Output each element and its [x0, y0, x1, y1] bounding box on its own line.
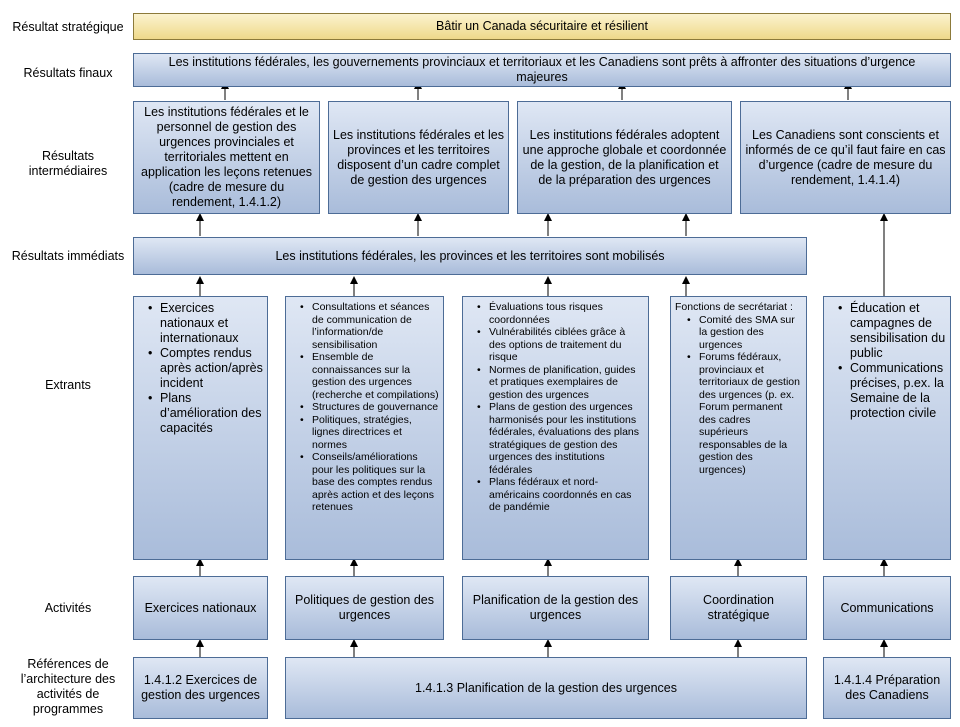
outputs-coordination-box: Fonctions de secrétariat : Comité des SM… [670, 296, 807, 560]
paa-text: 1.4.1.2 Exercices de gestion des urgence… [141, 673, 260, 702]
strategic-outcome-text: Bâtir un Canada sécuritaire et résilient [436, 19, 648, 33]
strategic-outcome-box: Bâtir un Canada sécuritaire et résilient [133, 13, 951, 40]
activity-text: Coordination stratégique [703, 593, 774, 622]
row-label-final: Résultats finaux [23, 65, 113, 80]
output-item: Forums fédéraux, provinciaux et territor… [687, 351, 802, 476]
secretariat-header: Fonctions de secrétariat : [675, 301, 793, 313]
intermediate-outcome-box: Les Canadiens sont conscients et informé… [740, 101, 951, 214]
paa-text: 1.4.1.4 Préparation des Canadiens [833, 673, 941, 702]
output-item: Évaluations tous risques coordonnées [477, 301, 644, 326]
final-outcome-box: Les institutions fédérales, les gouverne… [133, 53, 951, 87]
output-item: Ensemble de connaissances sur la gestion… [300, 351, 439, 401]
activity-text: Politiques de gestion des urgences [295, 593, 434, 622]
final-outcome-text: Les institutions fédérales, les gouverne… [168, 55, 916, 84]
intermediate-outcome-text: Les institutions fédérales et les provin… [333, 127, 504, 187]
activity-box: Communications [823, 576, 951, 640]
immediate-outcome-box: Les institutions fédérales, les province… [133, 237, 807, 275]
row-label-paa: Références de l’architecture des activit… [20, 657, 116, 716]
intermediate-outcome-text: Les Canadiens sont conscients et informé… [745, 127, 946, 187]
activity-box: Coordination stratégique [670, 576, 807, 640]
output-item: Normes de planification, guides et prati… [477, 364, 644, 402]
row-label-outputs: Extrants [45, 377, 91, 392]
output-item: Comité des SMA sur la gestion des urgenc… [687, 314, 802, 352]
output-item: Consultations et séances de communicatio… [300, 301, 439, 351]
paa-box: 1.4.1.4 Préparation des Canadiens [823, 657, 951, 719]
paa-box: 1.4.1.3 Planification de la gestion des … [285, 657, 807, 719]
output-item: Exercices nationaux et internationaux [148, 301, 263, 346]
row-label-strategic: Résultat stratégique [12, 19, 124, 34]
output-item: Comptes rendus après action/après incide… [148, 346, 263, 391]
output-item: Conseils/améliorations pour les politiqu… [300, 451, 439, 514]
activity-text: Communications [840, 600, 934, 615]
outputs-planning-box: Évaluations tous risques coordonnées Vul… [462, 296, 649, 560]
output-item: Plans de gestion des urgences harmonisés… [477, 401, 644, 476]
activity-box: Planification de la gestion des urgences [462, 576, 649, 640]
paa-box: 1.4.1.2 Exercices de gestion des urgence… [133, 657, 268, 719]
intermediate-outcome-text: Les institutions fédérales adoptent une … [522, 127, 727, 187]
immediate-outcome-text: Les institutions fédérales, les province… [275, 248, 665, 263]
output-item: Plans fédéraux et nord-américains coordo… [477, 476, 644, 514]
output-item: Structures de gouvernance [300, 401, 439, 414]
paa-text: 1.4.1.3 Planification de la gestion des … [415, 680, 677, 695]
activity-text: Planification de la gestion des urgences [472, 593, 639, 622]
activity-box: Exercices nationaux [133, 576, 268, 640]
activity-text: Exercices nationaux [144, 600, 257, 615]
outputs-policies-box: Consultations et séances de communicatio… [285, 296, 444, 560]
output-item: Communications précises, p.ex. la Semain… [838, 361, 947, 421]
row-label-intermediate: Résultats intermédiaires [28, 149, 108, 178]
intermediate-outcome-text: Les institutions fédérales et le personn… [141, 105, 312, 209]
row-label-activities: Activités [44, 600, 92, 615]
row-label-immediate: Résultats immédiats [11, 248, 125, 263]
intermediate-outcome-box: Les institutions fédérales adoptent une … [517, 101, 732, 214]
output-item: Vulnérabilités ciblées grâce à des optio… [477, 326, 644, 364]
intermediate-outcome-box: Les institutions fédérales et les provin… [328, 101, 509, 214]
output-item: Politiques, stratégies, lignes directric… [300, 414, 439, 452]
intermediate-outcome-box: Les institutions fédérales et le personn… [133, 101, 320, 214]
output-item: Plans d’amélioration des capacités [148, 391, 263, 436]
output-item: Éducation et campagnes de sensibilisatio… [838, 301, 947, 361]
activity-box: Politiques de gestion des urgences [285, 576, 444, 640]
outputs-communications-box: Éducation et campagnes de sensibilisatio… [823, 296, 951, 560]
outputs-exercises-box: Exercices nationaux et internationaux Co… [133, 296, 268, 560]
